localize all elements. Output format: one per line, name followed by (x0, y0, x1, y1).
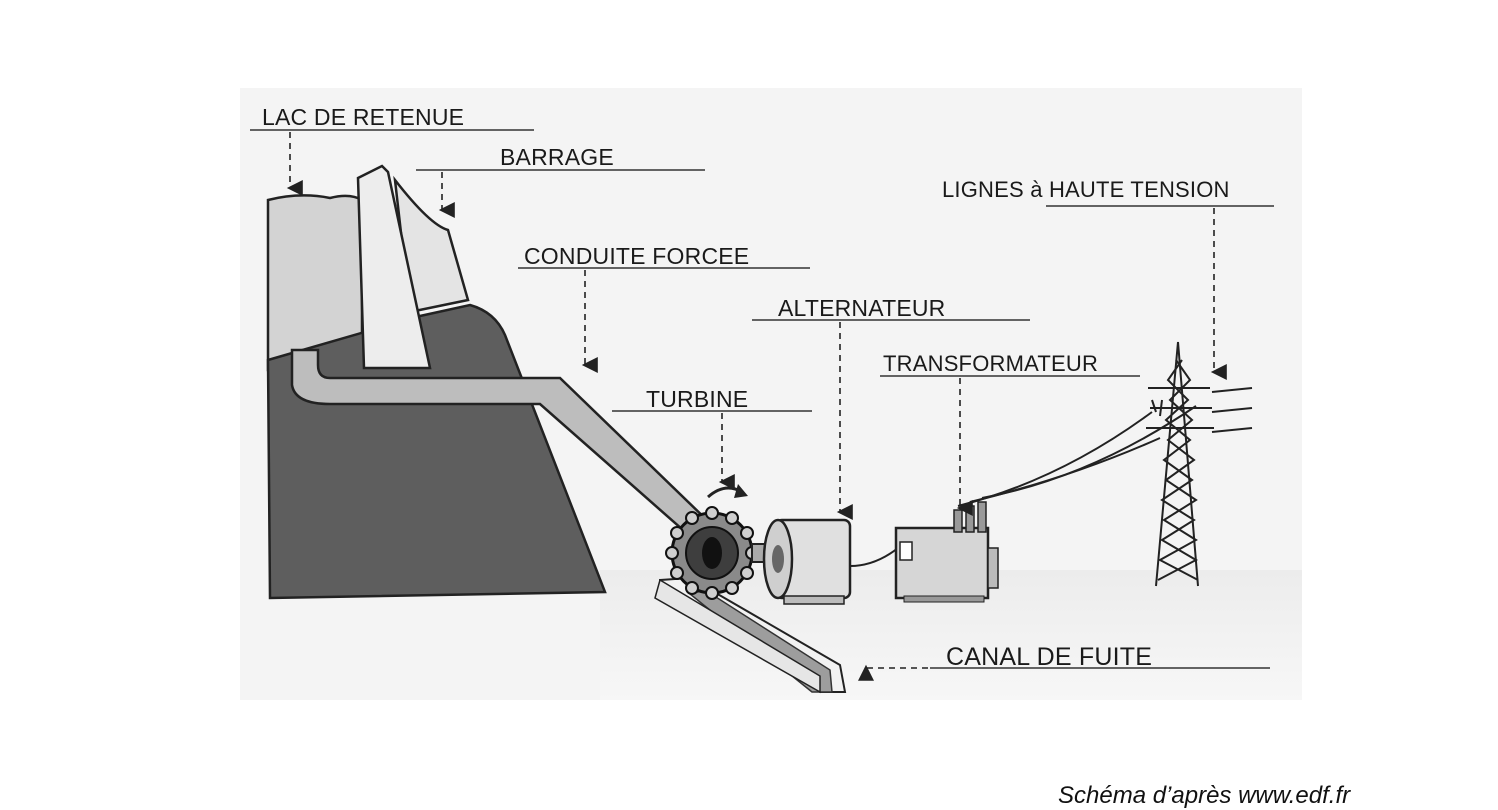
callout-arrows (286, 132, 1227, 681)
source-credit: Schéma d’après www.edf.fr (1058, 782, 1351, 809)
turbine-wheel (665, 506, 759, 600)
rotation-arrow-head (734, 484, 748, 498)
label-transformateur: TRANSFORMATEUR (883, 351, 1099, 376)
pylon (1146, 341, 1214, 587)
label-canal-de-fuite: CANAL DE FUITE (946, 643, 1153, 671)
label-lignes-haute-tension: LIGNES à HAUTE TENSION (942, 177, 1230, 202)
barrage-slope (393, 175, 470, 314)
tailrace-wall (654, 578, 821, 694)
label-alternateur: ALTERNATEUR (778, 295, 946, 321)
label-turbine: TURBINE (646, 386, 749, 412)
dam-wall (356, 164, 432, 370)
label-lac-de-retenue: LAC DE RETENUE (262, 104, 465, 130)
generator (762, 518, 852, 605)
leader-lines (250, 129, 1274, 669)
transformer (894, 501, 999, 603)
label-conduite-forcee: CONDUITE FORCEE (524, 243, 750, 269)
label-barrage: BARRAGE (500, 144, 614, 170)
generator-cable (849, 547, 899, 567)
